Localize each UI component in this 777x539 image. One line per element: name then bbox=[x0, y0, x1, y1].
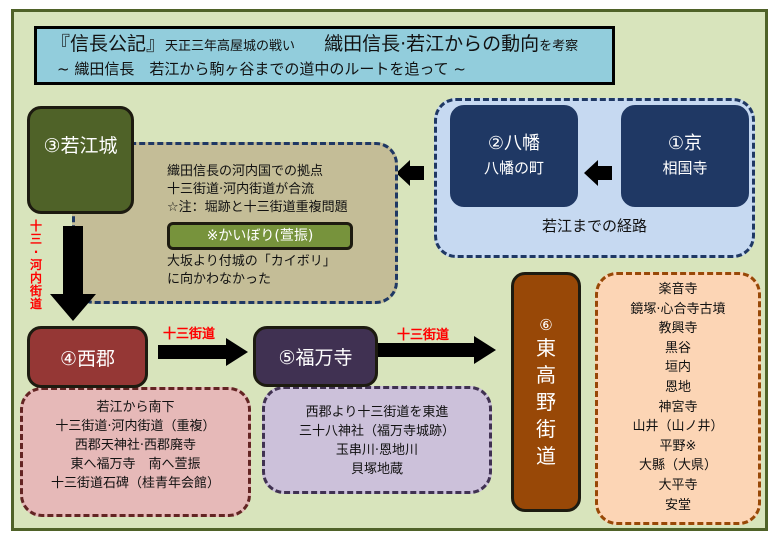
wakae-note: 十三街道·河内街道が合流 bbox=[167, 182, 315, 197]
place-item: 平野※ bbox=[659, 438, 697, 454]
node-fukumanji-title: ⑤福万寺 bbox=[278, 347, 353, 369]
place-item: 楽音寺 bbox=[658, 282, 698, 297]
fukumanji-note: 玉串川·恩地川 bbox=[335, 443, 419, 458]
node-kyo[interactable]: ①京 相国寺 bbox=[621, 105, 749, 207]
road-label-char: 十 bbox=[29, 219, 42, 233]
node-higashi-koya-kaido[interactable]: ⑥ 東 高 野 街 道 bbox=[511, 272, 581, 512]
road-label-char: · bbox=[33, 245, 39, 259]
node-higashi-char: 野 bbox=[536, 389, 556, 414]
place-item: 鏡塚·心合寺古墳 bbox=[630, 301, 726, 317]
place-item: 神宮寺 bbox=[658, 399, 698, 415]
title-topic: 織田信長·若江からの動向 bbox=[324, 33, 540, 55]
nishigori-note: 十三街道·河内街道（重複） bbox=[55, 419, 216, 434]
node-kyo-sub: 相国寺 bbox=[662, 159, 708, 177]
route-group-caption: 若江までの経路 bbox=[541, 217, 647, 235]
node-higashi-char: 街 bbox=[536, 416, 556, 441]
fukumanji-notes: 西郡より十三街道を東進 三十八神社（福万寺城跡） 玉串川·恩地川 貝塚地蔵 bbox=[262, 386, 492, 494]
nishigori-note: 東へ福万寺 南へ萱振 bbox=[70, 457, 201, 472]
place-item: 安堂 bbox=[664, 497, 691, 513]
place-item: 黒谷 bbox=[664, 340, 691, 356]
nishigori-notes: 若江から南下 十三街道·河内街道（重複） 西郡天神社·西郡廃寺 東へ福万寺 南へ… bbox=[20, 387, 251, 517]
arrow-fukumanji-to-higashi-koya bbox=[378, 336, 496, 364]
node-kyo-title: ①京 bbox=[667, 133, 703, 154]
road-label-char: 河 bbox=[29, 258, 42, 272]
title-suffix: を考察 bbox=[539, 39, 579, 54]
arrow-wakae-to-nishigori bbox=[50, 226, 96, 321]
node-higashi-char: 高 bbox=[536, 362, 556, 387]
place-item: 山井（山ノ井） bbox=[632, 419, 724, 435]
nishigori-note: 若江から南下 bbox=[96, 400, 175, 415]
wakae-notes: 織田信長の河内国での拠点 十三街道·河内街道が合流 ☆注：堀跡と十三街道重複問題… bbox=[72, 142, 398, 304]
place-item: 大縣（大県） bbox=[638, 458, 717, 474]
higashi-koya-places: 楽音寺 鏡塚·心合寺古墳 教興寺 黒谷 垣内 恩地 神宮寺 山井（山ノ井） 平野… bbox=[595, 272, 761, 525]
road-label-char: 街 bbox=[29, 284, 42, 298]
place-item: 垣内 bbox=[664, 360, 691, 376]
nishigori-note: 十三街道石碑（桂青年会館） bbox=[50, 476, 220, 491]
subtitle: ~ 織田信長 若江から駒ヶ谷までの道中のルートを追って ~ bbox=[57, 60, 466, 78]
nishigori-note: 西郡天神社·西郡廃寺 bbox=[74, 438, 197, 453]
fukumanji-note: 西郡より十三街道を東進 bbox=[305, 405, 449, 420]
node-fukumanji[interactable]: ⑤福万寺 bbox=[253, 326, 378, 387]
place-item: 大平寺 bbox=[658, 477, 698, 493]
road-label-char: 三 bbox=[29, 232, 42, 246]
wakae-note: 織田信長の河内国での拠点 bbox=[167, 164, 324, 179]
node-wakae-castle[interactable]: ③若江城 bbox=[27, 106, 134, 214]
road-label-jusan-1: 十三街道 bbox=[163, 327, 216, 342]
title-battle: 天正三年高屋城の戦い bbox=[165, 39, 296, 54]
node-higashi-char: 道 bbox=[536, 443, 556, 468]
road-label-vertical: 十 三 · 河 内 街 道 bbox=[29, 220, 43, 311]
fukumanji-note: 貝塚地蔵 bbox=[350, 462, 403, 477]
node-nishigori[interactable]: ④西郡 bbox=[27, 326, 148, 388]
arrow-kyo-to-yawata bbox=[584, 160, 612, 186]
road-label-char: 内 bbox=[29, 271, 42, 285]
place-item: 恩地 bbox=[664, 379, 691, 395]
place-item: 教興寺 bbox=[658, 321, 698, 337]
arrow-nishigori-to-fukumanji bbox=[158, 338, 248, 366]
node-yawata-title: ②八幡 bbox=[487, 133, 541, 154]
node-yawata[interactable]: ②八幡 八幡の町 bbox=[450, 105, 578, 207]
wakae-note: 大坂より付城の「カイボリ」 bbox=[167, 254, 336, 269]
arrow-yawata-to-wakae bbox=[396, 160, 424, 186]
node-higashi-char: ⑥ bbox=[539, 315, 553, 334]
node-wakae-title: ③若江城 bbox=[43, 135, 118, 157]
title-book: 『信長公記』 bbox=[51, 33, 166, 55]
title-line: 『信長公記』天正三年高屋城の戦い 織田信長·若江からの動向を考察 bbox=[51, 33, 612, 58]
road-label-jusan-2: 十三街道 bbox=[397, 328, 450, 343]
node-higashi-char: 東 bbox=[536, 335, 556, 360]
wakae-note: ☆注：堀跡と十三街道重複問題 bbox=[167, 200, 348, 215]
kaibori-tag[interactable]: ※かいぼり(萱振) bbox=[167, 222, 353, 250]
road-label-char: 道 bbox=[29, 297, 42, 311]
title-box: 『信長公記』天正三年高屋城の戦い 織田信長·若江からの動向を考察 ~ 織田信長 … bbox=[34, 26, 615, 85]
kaibori-tag-label: ※かいぼり(萱振) bbox=[206, 228, 314, 244]
node-nishigori-title: ④西郡 bbox=[59, 347, 116, 370]
fukumanji-note: 三十八神社（福万寺城跡） bbox=[298, 424, 455, 439]
node-yawata-sub: 八幡の町 bbox=[483, 159, 544, 177]
wakae-note: に向かわなかった bbox=[167, 272, 272, 287]
